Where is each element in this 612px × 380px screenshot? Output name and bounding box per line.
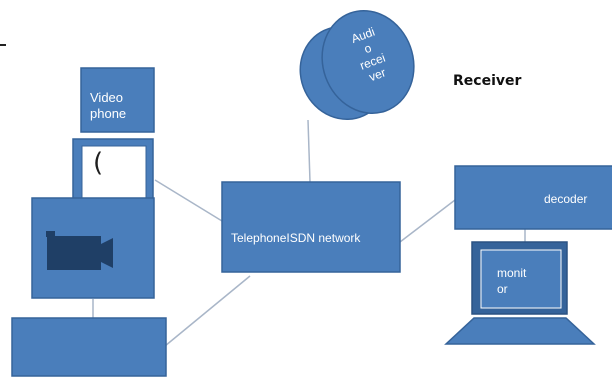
- video-phone-screen: [81, 145, 147, 199]
- video-phone-label-line2: phone: [90, 106, 127, 121]
- top-left-tick: [0, 44, 6, 46]
- video-phone-label-line1: Video: [90, 90, 124, 105]
- connector-videophone-network: [154, 179, 223, 222]
- video-phone-label: Video phone: [90, 90, 150, 122]
- receiver-caption: Receiver: [453, 73, 522, 89]
- network-box: [221, 181, 401, 273]
- video-phone-box: [80, 67, 155, 133]
- monitor-icon: [444, 241, 596, 345]
- bottom-left-box: [11, 317, 167, 377]
- connector-camera-network: [164, 275, 251, 347]
- decoder-box: [454, 165, 612, 230]
- video-camera-icon: [46, 231, 113, 270]
- connector-audio-receiver-network: [307, 119, 311, 183]
- monitor-label-line2: or: [497, 282, 508, 296]
- handset-icon: (: [93, 148, 104, 178]
- network-label: TelephoneISDN network: [231, 231, 401, 246]
- connector-decoder-network: [399, 199, 456, 243]
- network-label-text: TelephoneISDN network: [231, 231, 361, 245]
- monitor-label-line1: monit: [497, 266, 527, 280]
- monitor-label: monit or: [497, 265, 557, 297]
- decoder-label: decoder: [544, 192, 588, 206]
- audio-receiver-shape: [299, 10, 415, 121]
